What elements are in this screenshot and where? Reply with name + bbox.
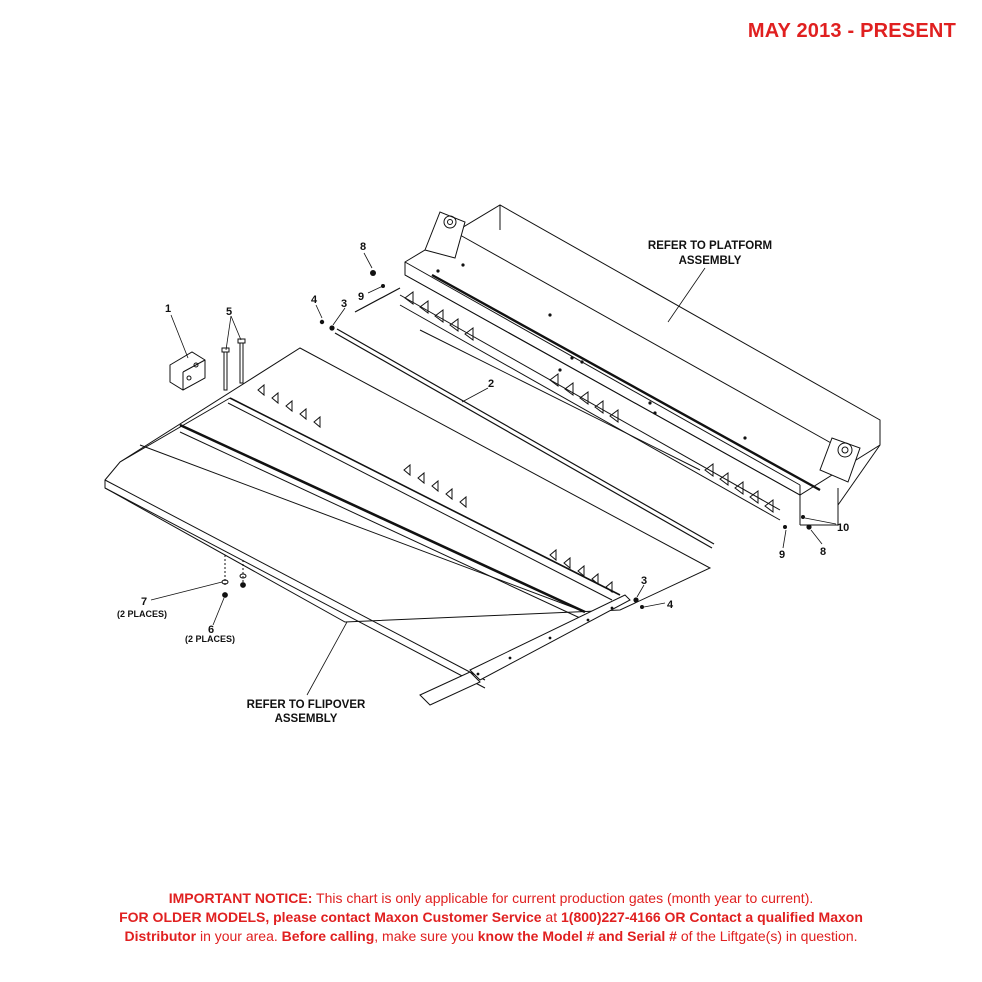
- callout-10: 10: [837, 522, 849, 534]
- washer-nut-part: [221, 555, 247, 598]
- callout-8-top: 8: [360, 241, 366, 253]
- notice-line-2: FOR OLDER MODELS, please contact Maxon C…: [119, 909, 863, 925]
- callout-2: 2: [488, 378, 494, 390]
- flipover-assembly: [104, 347, 712, 706]
- callout-6-note: (2 PLACES): [185, 634, 235, 644]
- callout-4-bottom: 4: [667, 599, 674, 611]
- hinge-pin-long: [334, 332, 713, 549]
- callout-7-note: (2 PLACES): [117, 609, 167, 619]
- callout-1: 1: [165, 303, 171, 315]
- ref-flipover-line2: ASSEMBLY: [275, 713, 338, 725]
- hinge-pin-short: [354, 287, 401, 313]
- hinge-bracket-part: [169, 351, 206, 391]
- bolt-pair-part: [221, 338, 246, 391]
- toe-plate: [419, 671, 481, 706]
- callout-7: 7: [141, 596, 147, 608]
- ref-flipover-line1: REFER TO FLIPOVER: [247, 699, 366, 711]
- callout-leaders: [150, 252, 837, 696]
- ref-platform-line1: REFER TO PLATFORM: [648, 240, 772, 252]
- callout-6: 6: [208, 624, 214, 636]
- callout-9-bottom: 9: [779, 549, 785, 561]
- date-range-label: MAY 2013 - PRESENT: [747, 20, 956, 42]
- callout-9-top: 9: [358, 291, 364, 303]
- ref-platform-line2: ASSEMBLY: [679, 255, 742, 267]
- callout-5: 5: [226, 306, 232, 318]
- notice-line-1: IMPORTANT NOTICE: This chart is only app…: [168, 890, 814, 906]
- callout-3-bottom: 3: [641, 575, 647, 587]
- callout-8-bottom: 8: [820, 546, 826, 558]
- callout-3-top: 3: [341, 298, 347, 310]
- platform-assembly: [399, 204, 881, 526]
- callout-4-top: 4: [311, 294, 318, 306]
- notice-line-3: Distributor in your area. Before calling…: [124, 928, 858, 944]
- platform-hinge-knuckles: [404, 291, 774, 513]
- important-notice: IMPORTANT NOTICE: This chart is only app…: [0, 889, 982, 946]
